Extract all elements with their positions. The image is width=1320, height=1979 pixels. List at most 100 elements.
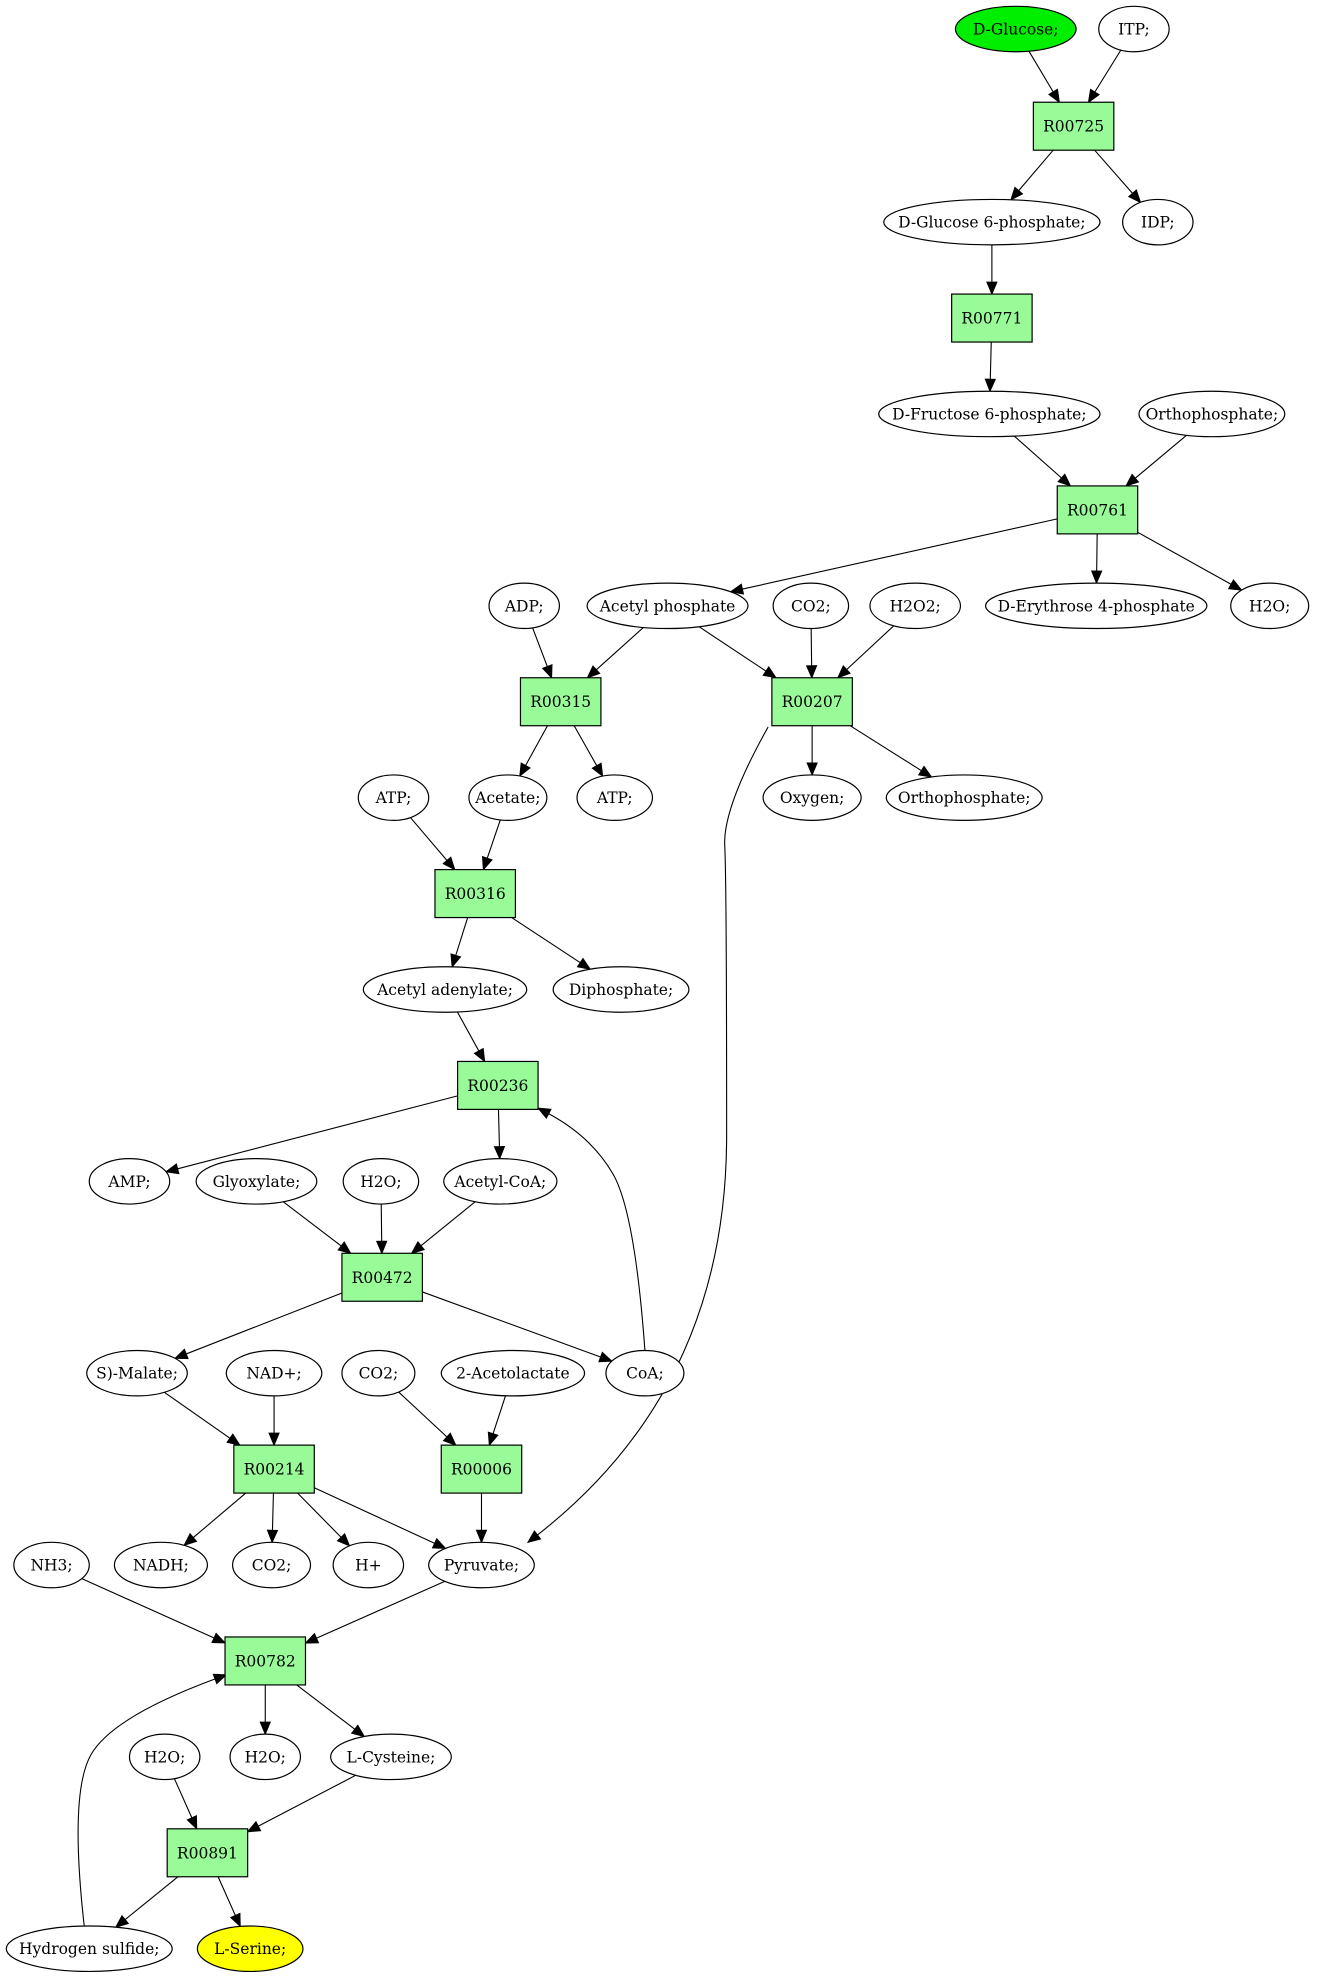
compound-h2o2-shape [869, 582, 962, 630]
compound-d-fructose-6-phosphate-shape [878, 390, 1101, 438]
label-r00725: R00725 [1043, 118, 1104, 136]
edge-r00761-to-acetyl-phosphate [741, 518, 1058, 590]
edge-h2o-low-left-to-r00891 [173, 1778, 193, 1819]
edge-adp-to-r00315-arrowhead [541, 664, 553, 679]
edge-s-malate-to-r00214 [163, 1391, 232, 1440]
edge-itp-to-r00725 [1093, 49, 1122, 94]
edge-r00472-to-s-malate [185, 1292, 343, 1355]
label-r00006: R00006 [451, 1461, 512, 1479]
label-oxygen: Oxygen; [780, 789, 845, 807]
node-adp: ADP; [488, 582, 561, 630]
edge-r00236-to-amp [176, 1095, 458, 1170]
edge-r00761-to-h2o-top [1137, 531, 1233, 586]
compound-co2-top-shape [772, 582, 850, 630]
edge-h2o2-to-r00207 [845, 625, 895, 671]
edges-layer [77, 49, 1243, 1929]
edge-r00214-to-co2-low [271, 1493, 274, 1532]
edge-r00236-to-acetyl-coa [497, 1109, 501, 1148]
edge-acetate-to-r00316-arrowhead [481, 855, 493, 871]
edge-s-malate-to-r00214-arrowhead [226, 1433, 241, 1446]
edge-acetyl-phosphate-to-r00315 [595, 627, 644, 671]
label-r00236: R00236 [467, 1077, 528, 1095]
label-h2o-top: H2O; [1249, 597, 1290, 615]
label-r00761: R00761 [1067, 501, 1128, 519]
edge-acetyl-phosphate-to-r00207 [698, 626, 768, 673]
label-r00472: R00472 [352, 1269, 413, 1287]
compound-acetolactate-shape [440, 1349, 586, 1397]
node-r00782: R00782 [224, 1636, 307, 1686]
edge-r00315-to-atp-right-arrowhead [591, 762, 604, 778]
compound-idp-shape [1122, 198, 1194, 246]
label-co2-top: CO2; [791, 597, 831, 615]
edge-pyruvate-to-r00782-arrowhead [304, 1632, 320, 1644]
node-orthophosphate-top: Orthophosphate; [1138, 390, 1286, 438]
label-idp: IDP; [1141, 214, 1175, 232]
node-r00214: R00214 [233, 1444, 315, 1494]
edge-itp-to-r00725-arrowhead [1087, 88, 1100, 104]
node-atp-left: ATP; [357, 774, 430, 821]
edge-r00315-to-acetate [524, 725, 548, 767]
edge-glyoxylate-to-r00472 [282, 1201, 343, 1248]
edge-r00782-to-l-cysteine-arrowhead [350, 1724, 366, 1738]
edge-orthophosphate-top-to-r00761-arrowhead [1125, 473, 1140, 487]
compound-s-malate-shape [86, 1349, 188, 1397]
label-h2o-low-left: H2O; [144, 1748, 185, 1766]
edge-coa-to-r00236 [546, 1112, 646, 1351]
edge-r00472-to-s-malate-arrowhead [173, 1348, 189, 1360]
label-nad-plus: NAD+; [246, 1365, 301, 1383]
edge-r00214-to-pyruvate [314, 1487, 436, 1545]
edge-r00214-to-co2-low-arrowhead [266, 1529, 279, 1544]
node-d-fructose-6-phosphate: D-Fructose 6-phosphate; [878, 390, 1101, 438]
label-acetyl-coa: Acetyl-CoA; [453, 1173, 546, 1191]
compound-coa-shape [605, 1349, 685, 1397]
compound-l-cysteine-shape [330, 1733, 452, 1781]
node-acetate: Acetate; [468, 774, 548, 821]
edge-r00472-to-coa-arrowhead [598, 1351, 614, 1363]
compound-nadh-shape [113, 1541, 209, 1589]
node-oxygen: Oxygen; [762, 774, 862, 821]
node-h-plus: H+ [332, 1541, 405, 1589]
edge-r00782-to-h2o-low-mid-arrowhead [259, 1721, 272, 1736]
node-nad-plus: NAD+; [225, 1349, 323, 1397]
node-diphosphate: Diphosphate; [552, 966, 690, 1013]
node-idp: IDP; [1122, 198, 1194, 246]
reaction-r00236-box [457, 1060, 539, 1111]
compound-h2o-top-shape [1230, 582, 1310, 630]
label-l-cysteine: L-Cysteine; [347, 1748, 436, 1766]
label-orthophosphate-mid: Orthophosphate; [898, 789, 1031, 807]
edge-r00214-to-nadh [192, 1492, 247, 1539]
node-coa: CoA; [605, 1349, 685, 1397]
compound-acetyl-coa-shape [443, 1158, 558, 1205]
label-orthophosphate-top: Orthophosphate; [1146, 405, 1279, 423]
label-r00891: R00891 [177, 1844, 238, 1862]
edge-r00761-to-h2o-top-arrowhead [1227, 579, 1243, 591]
edge-d-fructose-6-phosphate-to-r00761-arrowhead [1057, 473, 1072, 487]
edge-nad-plus-to-r00214-arrowhead [268, 1432, 280, 1447]
edge-acetate-to-r00316 [486, 819, 501, 860]
edge-d-glucose-to-r00725-arrowhead [1047, 88, 1060, 104]
node-r00315: R00315 [519, 677, 602, 727]
edge-h2o2-to-r00207-arrowhead [836, 665, 851, 679]
label-acetate: Acetate; [474, 789, 540, 807]
edge-r00891-to-hydrogen-sulfide-arrowhead [114, 1914, 130, 1929]
node-acetyl-coa: Acetyl-CoA; [443, 1158, 558, 1205]
edge-h2o-mid-to-r00472 [380, 1204, 383, 1243]
edge-r00761-to-acetyl-phosphate-arrowhead [729, 583, 745, 595]
label-h2o-mid: H2O; [360, 1173, 401, 1191]
edge-r00316-to-acetyl-adenylate [454, 917, 469, 957]
edge-r00725-to-idp [1094, 149, 1134, 195]
edge-r00207-to-pyruvate [535, 726, 769, 1537]
label-l-serine: L-Serine; [214, 1940, 286, 1958]
edge-r00315-to-acetate-arrowhead [519, 762, 531, 778]
node-h2o-low-left: H2O; [128, 1733, 201, 1781]
edge-r00725-to-d-glucose-6-phosphate-arrowhead [1010, 186, 1024, 201]
compound-acetyl-phosphate-shape [586, 582, 749, 630]
edge-h2o-low-left-to-r00891-arrowhead [186, 1815, 198, 1830]
edge-l-cysteine-to-r00891-arrowhead [246, 1820, 262, 1833]
edge-r00472-to-coa [422, 1291, 602, 1358]
node-r00006: R00006 [440, 1444, 523, 1494]
edge-atp-left-to-r00316 [410, 817, 449, 862]
compound-orthophosphate-mid-shape [885, 774, 1043, 821]
edge-co2-top-to-r00207 [810, 628, 813, 667]
node-s-malate: S)-Malate; [86, 1349, 188, 1397]
